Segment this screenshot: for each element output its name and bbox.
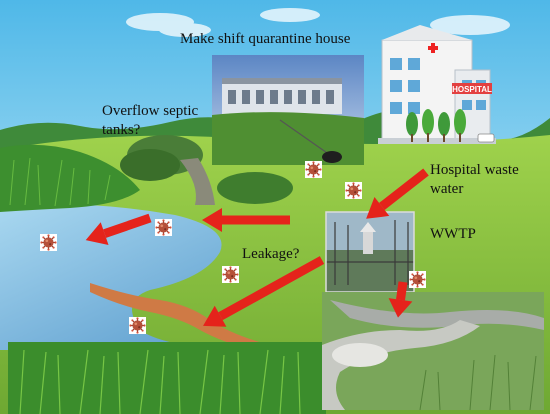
left-grass	[0, 144, 140, 212]
arrow-septic-to-river	[85, 213, 152, 245]
hospital-label-line2: water	[430, 181, 464, 197]
wwtp-photo	[325, 211, 415, 293]
virus-icon	[129, 317, 146, 334]
septic-bushes	[120, 135, 293, 205]
quarantine-house-photo	[212, 55, 364, 165]
river-bank	[90, 283, 270, 352]
river	[0, 203, 320, 351]
septic-label-line2: tanks?	[102, 122, 141, 138]
outflow-stream	[322, 292, 544, 411]
virus-icon	[409, 271, 426, 288]
septic-label-line1: Overflow septic	[102, 103, 199, 119]
quarantine-label: Make shift quarantine house	[180, 31, 351, 47]
arrow-leakage-to-river	[203, 256, 325, 327]
foreground-grass	[8, 342, 326, 414]
arrow-hospital-to-wwtp	[366, 168, 429, 219]
arrow-quarantine-to-river	[202, 208, 290, 232]
hospital-trees	[406, 109, 495, 143]
hospital-label-line1: Hospital waste	[430, 162, 519, 178]
virus-icon	[40, 234, 57, 251]
leakage-label: Leakage?	[242, 246, 300, 262]
virus-icon	[345, 182, 362, 199]
clouds	[126, 8, 510, 37]
hospital-building: HOSPITAL	[378, 25, 496, 144]
arrow-wwtp-to-stream	[388, 281, 413, 318]
virus-icon	[222, 266, 239, 283]
virus-icon	[155, 219, 172, 236]
hospital-sign: HOSPITAL	[452, 85, 492, 94]
virus-icon	[305, 161, 322, 178]
wwtp-label: WWTP	[430, 226, 476, 242]
flow-arrows	[85, 168, 429, 327]
